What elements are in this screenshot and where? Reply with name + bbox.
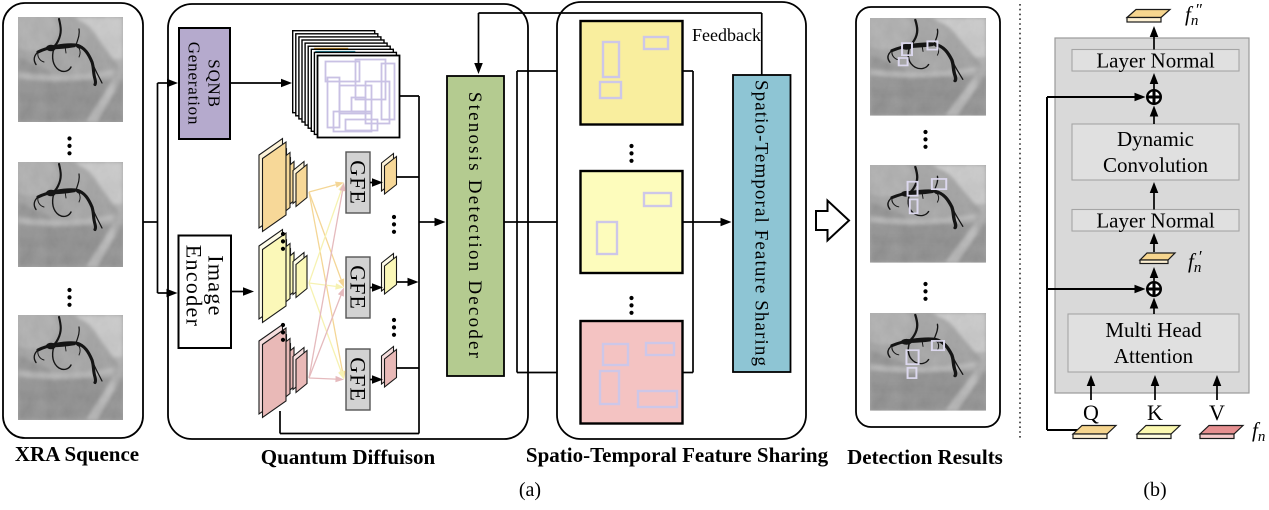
svg-text:Stenosis Detection Decoder: Stenosis Detection Decoder xyxy=(464,92,485,360)
svg-text:fn: fn xyxy=(1252,418,1265,445)
svg-text:GFE: GFE xyxy=(346,160,371,205)
svg-text:K: K xyxy=(1147,400,1163,425)
svg-text:Feedback: Feedback xyxy=(692,25,761,45)
svg-text:fn′: fn′ xyxy=(1188,247,1203,276)
svg-text:Spatio-Temporal Feature Sharin: Spatio-Temporal Feature Sharing xyxy=(750,80,771,367)
svg-text:(b): (b) xyxy=(1143,479,1166,501)
svg-text:Q: Q xyxy=(1083,400,1099,425)
svg-text:GFE: GFE xyxy=(346,265,371,310)
svg-text:V: V xyxy=(1209,400,1225,425)
svg-text:Layer Normal: Layer Normal xyxy=(1096,48,1215,72)
svg-text:Layer Normal: Layer Normal xyxy=(1096,208,1215,232)
svg-text:Quantum Diffuison: Quantum Diffuison xyxy=(261,445,436,469)
svg-text:fn″: fn″ xyxy=(1185,0,1203,29)
svg-text:ImageEncoder: ImageEncoder xyxy=(181,245,228,327)
svg-text:SQNBGeneration: SQNBGeneration xyxy=(185,42,224,126)
svg-text:Detection Results: Detection Results xyxy=(847,445,1003,469)
svg-text:Convolution: Convolution xyxy=(1103,153,1209,177)
svg-text:Attention: Attention xyxy=(1114,344,1194,368)
svg-text:(a): (a) xyxy=(519,479,541,501)
svg-text:Multi Head: Multi Head xyxy=(1105,318,1202,342)
svg-text:Dynamic: Dynamic xyxy=(1117,127,1194,151)
svg-text:XRA Squence: XRA Squence xyxy=(15,442,139,466)
svg-text:Spatio-Temporal Feature Sharin: Spatio-Temporal Feature Sharing xyxy=(526,443,829,467)
svg-text:GFE: GFE xyxy=(346,357,371,402)
